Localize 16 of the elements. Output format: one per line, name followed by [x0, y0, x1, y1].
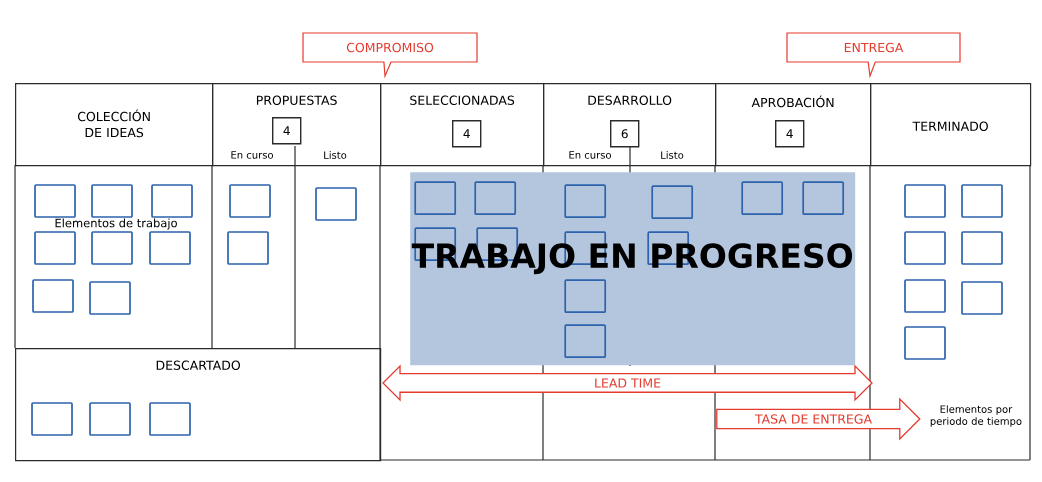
wip-limit-box: 6 [610, 120, 640, 148]
column-subheading: Listo [661, 151, 684, 159]
column-subheading: En curso [231, 151, 273, 159]
column-subheading: En curso [569, 151, 611, 159]
wip-limit-box: 4 [775, 120, 805, 148]
wip-limit-box: 4 [452, 120, 482, 148]
callout-box: ENTREGA [786, 32, 961, 79]
board-column: COLECCIÓN DE IDEAS [15, 83, 214, 167]
wip-limit-box: 4 [272, 117, 302, 145]
annotation-text: Elementos de trabajo [55, 218, 177, 230]
lead-time-band: LEAD TIME [382, 364, 873, 402]
callout-box: COMPROMISO [302, 32, 478, 79]
board-column: TERMINADO [870, 83, 1032, 167]
board-column: DESCARTADO [15, 348, 382, 462]
column-subheading: Listo [324, 151, 347, 159]
annotation-text: Elementos por periodo de tiempo [930, 405, 1022, 427]
